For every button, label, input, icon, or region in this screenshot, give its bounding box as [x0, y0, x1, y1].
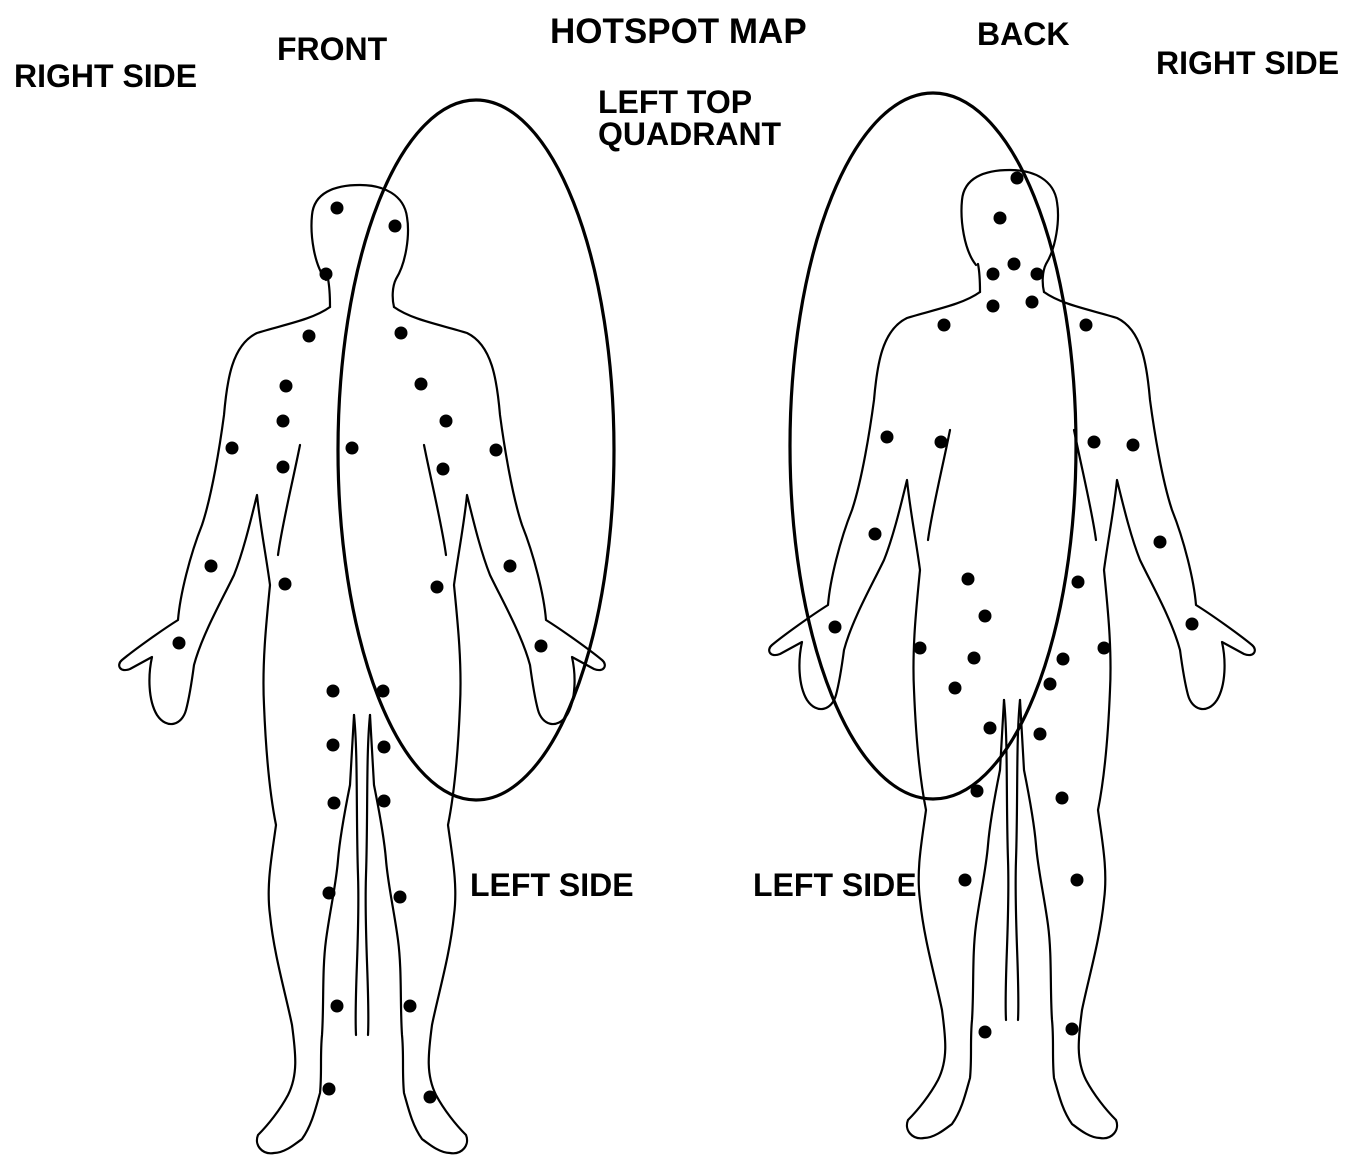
back-hotspot-dot [959, 874, 972, 887]
front-hotspot-dot [437, 463, 450, 476]
front-hotspot-dot [424, 1091, 437, 1104]
back-hotspot-dot [1057, 653, 1070, 666]
back-hotspot-dot [979, 610, 992, 623]
back-hotspot-dot [1080, 319, 1093, 332]
front-hotspot-dot [323, 887, 336, 900]
front-hotspot-dot [504, 560, 517, 573]
front-hotspot-dot [378, 741, 391, 754]
back-hotspot-dot [1066, 1023, 1079, 1036]
front-hotspot-dot [431, 581, 444, 594]
back-hotspot-dot [1127, 439, 1140, 452]
back-hotspot-dot [914, 642, 927, 655]
back-hotspot-dot [829, 621, 842, 634]
back-hotspot-dot [979, 1026, 992, 1039]
front-hotspot-dot [440, 415, 453, 428]
back-hotspot-dot [1011, 172, 1024, 185]
back-hotspot-dot [869, 528, 882, 541]
back-hotspot-dot [987, 268, 1000, 281]
back-hotspot-dot [968, 652, 981, 665]
back-hotspot-dot [1008, 258, 1021, 271]
front-hotspot-dot [378, 795, 391, 808]
back-hotspot-dots [829, 172, 1199, 1039]
front-hotspot-dot [277, 461, 290, 474]
front-hotspot-dot [404, 1000, 417, 1013]
back-left-top-quadrant-ellipse [790, 93, 1076, 799]
front-hotspot-dot [327, 685, 340, 698]
back-hotspot-dot [984, 722, 997, 735]
front-hotspot-dot [303, 330, 316, 343]
front-hotspot-dot [394, 891, 407, 904]
front-hotspot-dot [395, 327, 408, 340]
front-body-outline [119, 185, 605, 1153]
back-hotspot-dot [1026, 296, 1039, 309]
back-hotspot-dot [1034, 728, 1047, 741]
back-hotspot-dot [994, 212, 1007, 225]
front-hotspot-dot [320, 268, 333, 281]
front-hotspot-dot [490, 444, 503, 457]
front-hotspot-dot [173, 637, 186, 650]
back-hotspot-dot [1031, 268, 1044, 281]
back-hotspot-dot [1071, 874, 1084, 887]
front-hotspot-dot [346, 442, 359, 455]
back-hotspot-dot [1186, 618, 1199, 631]
front-hotspot-dot [389, 220, 402, 233]
front-hotspot-dot [277, 415, 290, 428]
front-hotspot-dots [173, 202, 548, 1104]
back-hotspot-dot [1088, 436, 1101, 449]
back-hotspot-dot [1044, 678, 1057, 691]
back-hotspot-dot [962, 573, 975, 586]
back-hotspot-dot [971, 785, 984, 798]
front-hotspot-dot [328, 797, 341, 810]
front-hotspot-dot [279, 578, 292, 591]
front-hotspot-dot [327, 739, 340, 752]
back-hotspot-dot [1154, 536, 1167, 549]
front-hotspot-dot [205, 560, 218, 573]
back-body-outline [769, 170, 1255, 1138]
back-hotspot-dot [935, 436, 948, 449]
back-hotspot-dot [987, 300, 1000, 313]
front-hotspot-dot [226, 442, 239, 455]
front-hotspot-dot [415, 378, 428, 391]
back-hotspot-dot [938, 319, 951, 332]
back-hotspot-dot [881, 431, 894, 444]
front-hotspot-dot [535, 640, 548, 653]
front-hotspot-dot [331, 202, 344, 215]
front-hotspot-dot [280, 380, 293, 393]
front-hotspot-dot [377, 685, 390, 698]
back-hotspot-dot [1056, 792, 1069, 805]
front-hotspot-dot [323, 1083, 336, 1096]
back-hotspot-dot [1098, 642, 1111, 655]
back-hotspot-dot [1072, 576, 1085, 589]
front-hotspot-dot [331, 1000, 344, 1013]
back-hotspot-dot [949, 682, 962, 695]
